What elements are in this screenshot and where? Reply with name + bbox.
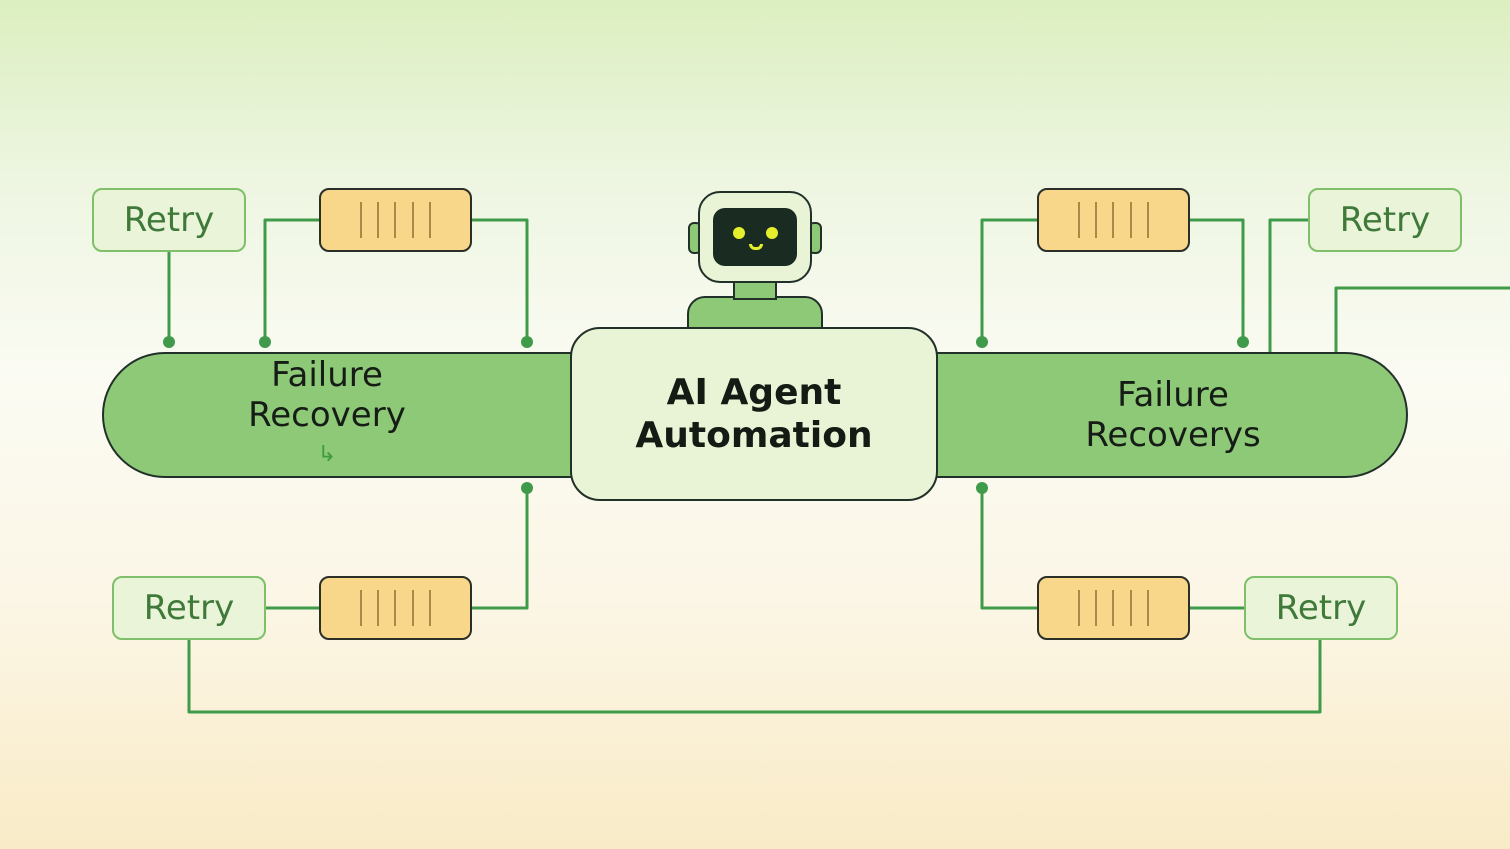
- wire-queue-top-right-a: [980, 218, 1038, 342]
- queue-slot: [1146, 202, 1149, 238]
- wire-retry-loop: [187, 640, 1322, 714]
- queue-slot: [1129, 590, 1132, 626]
- queue-slot: [1078, 590, 1081, 626]
- failure-recovery-left-pill: Failure Recovery↳: [102, 352, 622, 478]
- wire-queue-top-right-b: [1189, 218, 1245, 342]
- junction-dot: [521, 336, 533, 348]
- queue-slot: [360, 590, 363, 626]
- queue-slot: [394, 202, 397, 238]
- queue-slot: [1112, 202, 1115, 238]
- queue-icon-bottom-right: [1037, 576, 1190, 640]
- retry-box-top-left: Retry: [92, 188, 246, 252]
- queue-slot: [1146, 590, 1149, 626]
- queue-slot: [411, 590, 414, 626]
- robot-eye-left: [733, 227, 745, 239]
- wire-queue-bottom-left: [471, 488, 529, 610]
- queue-slot: [377, 202, 380, 238]
- junction-dot: [1237, 336, 1249, 348]
- wire-queue-bottom-right: [980, 488, 1038, 610]
- wire-retry-top-right: [1268, 218, 1309, 352]
- arrow-glyph: ↳: [317, 442, 337, 467]
- queue-slot: [394, 590, 397, 626]
- queue-slot: [1112, 590, 1115, 626]
- center-title-line1: AI Agent: [666, 372, 842, 413]
- wire-exit-right: [1334, 286, 1510, 352]
- failure-recovery-right-label: Failure Recoverys: [1085, 375, 1261, 455]
- queue-icon-top-right: [1037, 188, 1190, 252]
- queue-icon-bottom-left: [319, 576, 472, 640]
- wire-queue-top-left-a: [263, 218, 320, 342]
- junction-dot: [976, 336, 988, 348]
- center-title-line2: Automation: [635, 415, 873, 456]
- robot-eye-right: [766, 227, 778, 239]
- retry-box-bottom-right: Retry: [1244, 576, 1398, 640]
- failure-recovery-left-label: Failure Recovery↳: [248, 355, 406, 475]
- robot-smile: [749, 244, 763, 250]
- ai-agent-automation-node: AI Agent Automation: [570, 327, 938, 501]
- queue-slot: [411, 202, 414, 238]
- retry-box-bottom-left: Retry: [112, 576, 266, 640]
- wire-queue-top-left-b: [471, 218, 529, 342]
- queue-slot: [428, 590, 431, 626]
- junction-dot: [163, 336, 175, 348]
- queue-slot: [360, 202, 363, 238]
- junction-dot: [259, 336, 271, 348]
- junction-dot: [521, 482, 533, 494]
- junction-dot: [976, 482, 988, 494]
- queue-slot: [428, 202, 431, 238]
- robot-screen: [713, 208, 797, 266]
- queue-slot: [377, 590, 380, 626]
- failure-recovery-right-pill: Failure Recoverys: [888, 352, 1408, 478]
- robot-icon: [698, 191, 812, 283]
- queue-slot: [1129, 202, 1132, 238]
- queue-icon-top-left: [319, 188, 472, 252]
- queue-slot: [1095, 202, 1098, 238]
- queue-slot: [1095, 590, 1098, 626]
- robot-neck: [733, 280, 777, 300]
- retry-box-top-right: Retry: [1308, 188, 1462, 252]
- queue-slot: [1078, 202, 1081, 238]
